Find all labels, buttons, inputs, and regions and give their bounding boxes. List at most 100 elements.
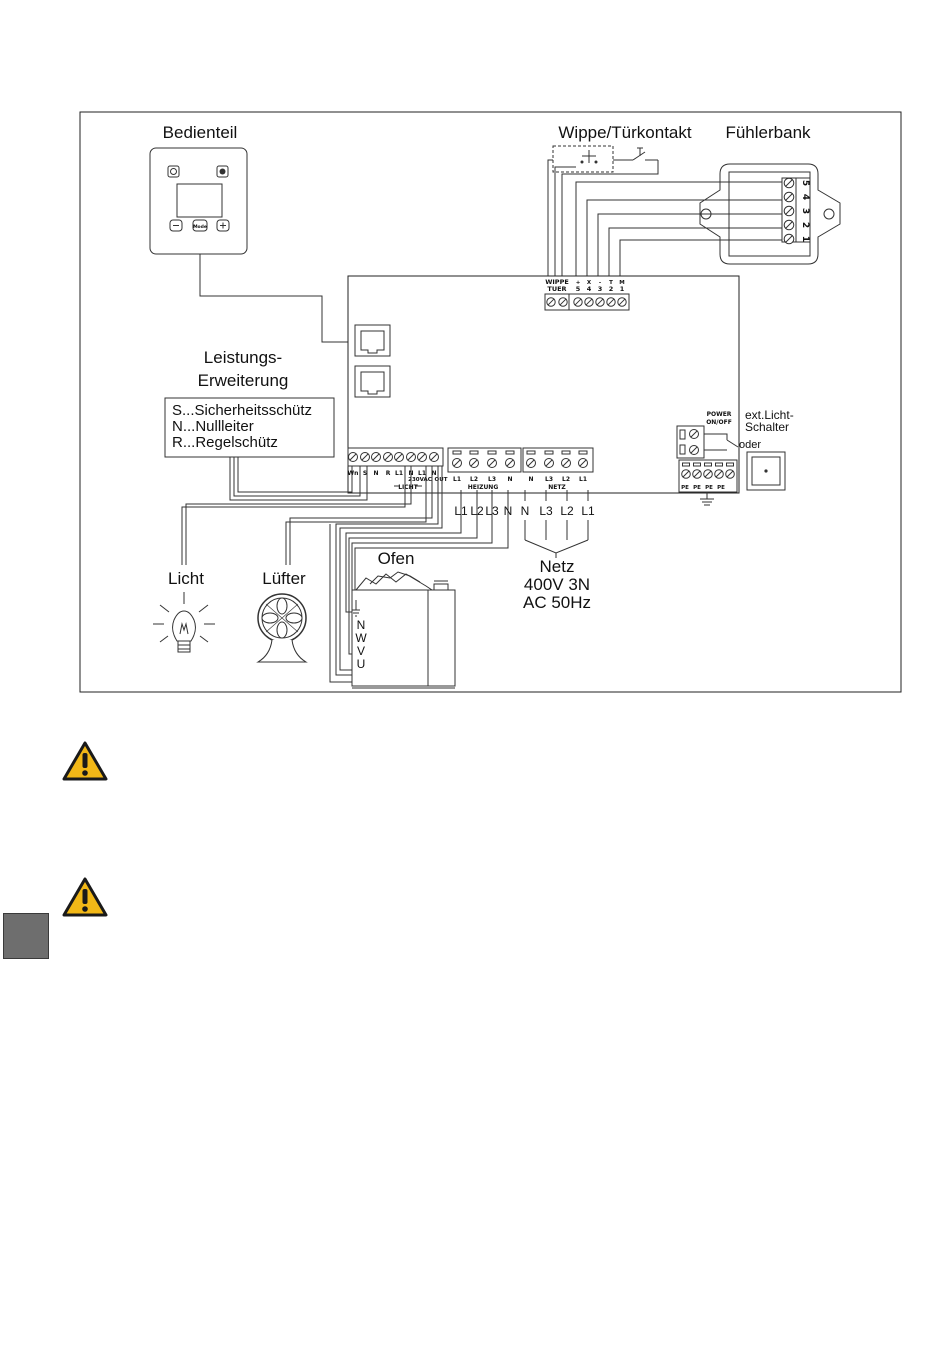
sensor-screw <box>783 177 795 189</box>
heizung-screw <box>452 458 462 468</box>
oven-label: Ofen <box>378 549 415 568</box>
power-icon <box>170 168 177 175</box>
sensor-terminal-num-label: 5 <box>576 285 581 293</box>
diagram-frame <box>79 111 902 693</box>
pe-screw <box>725 469 735 479</box>
board-top-screw <box>584 297 594 307</box>
licht-screw <box>394 452 404 462</box>
sensor-terminal-num-label: 1 <box>620 285 625 293</box>
rj-jack-1 <box>354 324 391 357</box>
power-extension-label-1: Leistungs- <box>204 348 282 367</box>
board-top-screw <box>558 297 568 307</box>
mains-label-1: Netz <box>540 557 575 576</box>
side-tab-marker <box>3 913 49 959</box>
vac-label: 230VAC <box>408 477 432 483</box>
board-top-screw <box>606 297 616 307</box>
sensor-terminal-top-label: - <box>599 280 601 286</box>
board-top-screw <box>546 297 556 307</box>
oder-label: oder <box>739 439 761 451</box>
power-label: POWER <box>707 411 732 418</box>
licht-terminal-label: R <box>386 470 391 477</box>
sensor-pin-label: 5 <box>800 180 810 186</box>
sensor-screw <box>783 233 795 245</box>
ext-light-label-2: Schalter <box>745 420 789 434</box>
netz-wire-label: N <box>521 504 530 518</box>
netz-screw <box>561 458 571 468</box>
heizung-terminal-label: L1 <box>453 476 461 483</box>
licht-terminal-label: L1 <box>418 470 426 477</box>
legend-box <box>164 397 335 458</box>
licht-terminal-label: L1 <box>395 470 403 477</box>
licht-screw <box>383 452 393 462</box>
sensor-terminal-top-label: M <box>619 280 624 286</box>
minus-button <box>169 219 183 232</box>
mode-button-label: Mode <box>193 224 207 230</box>
oven-icon <box>351 571 456 689</box>
licht-screw <box>348 452 358 462</box>
control-display <box>176 183 223 218</box>
fan-mode-icon <box>219 168 226 175</box>
power-extension-label-2: Erweiterung <box>198 371 289 390</box>
pe-terminal-label: PE <box>681 485 689 491</box>
licht-screw <box>406 452 416 462</box>
heizung-screw <box>487 458 497 468</box>
pe-screw <box>681 469 691 479</box>
pe-terminal-label: PE <box>717 485 725 491</box>
pe-screw <box>692 469 702 479</box>
licht-terminal-label: Wn <box>348 470 359 477</box>
out-label: OUT <box>435 477 448 483</box>
board-top-screw <box>573 297 583 307</box>
mains-label-2: 400V 3N <box>524 575 590 594</box>
sensor-pin-label: 1 <box>800 236 810 242</box>
sensor-terminal-top-label: X <box>587 280 592 286</box>
door-switch-label: Wippe/Türkontakt <box>558 123 691 142</box>
netz-screw <box>544 458 554 468</box>
heizung-screw <box>505 458 515 468</box>
netz-wire-label: L1 <box>581 504 595 518</box>
fan-icon <box>256 593 308 663</box>
ext-light-switch <box>746 451 786 491</box>
ext-light-label-1: ext.Licht- <box>745 408 794 422</box>
sensor-screw <box>783 205 795 217</box>
control-panel: Mode <box>149 147 248 255</box>
licht-terminal-label: S <box>363 470 367 477</box>
heizung-wire-label: L3 <box>485 504 499 518</box>
licht-terminal-label: N <box>373 470 378 477</box>
oven-terminal-label: N <box>357 618 366 632</box>
netz-terminal-label: L2 <box>562 476 570 483</box>
warning-icon-1 <box>62 741 108 781</box>
heizung-terminal-label: L2 <box>470 476 478 483</box>
sensor-terminal-num-label: 3 <box>598 285 603 293</box>
netz-screw <box>578 458 588 468</box>
sensor-screw <box>783 191 795 203</box>
sensor-pin-label: 3 <box>800 208 810 214</box>
sensor-terminal-top-label: + <box>576 280 581 286</box>
netz-wire-label: L3 <box>539 504 553 518</box>
sensor-terminal-num-label: 4 <box>587 285 592 293</box>
mode-button <box>192 219 208 232</box>
light-bulb-icon <box>153 592 215 653</box>
heizung-wire-label: N <box>504 504 513 518</box>
mains-label-3: AC 50Hz <box>523 593 591 612</box>
fan-label: Lüfter <box>262 569 306 588</box>
licht-screw <box>360 452 370 462</box>
netz-group-label: NETZ <box>548 484 566 491</box>
licht-terminal-label: N <box>431 470 436 477</box>
wippe-label: WIPPE <box>545 278 569 286</box>
netz-wire-label: L2 <box>560 504 574 518</box>
heizung-terminal-label: N <box>507 476 512 483</box>
licht-screw <box>429 452 439 462</box>
netz-terminal-label: L3 <box>545 476 553 483</box>
legend-r: R...Regelschütz <box>172 434 278 451</box>
netz-terminal-label: N <box>528 476 533 483</box>
oven-terminal-label: V <box>357 644 365 658</box>
board-top-screw <box>595 297 605 307</box>
tuer-label: TUER <box>547 285 566 293</box>
heizung-group-label: HEIZUNG <box>468 484 499 491</box>
legend-s: S...Sicherheitsschütz <box>172 402 312 419</box>
sensor-pin-label: 4 <box>800 194 810 200</box>
control-unit-label: Bedienteil <box>163 123 238 142</box>
sensor-terminal-top-label: T <box>609 280 613 286</box>
heizung-wire-label: L2 <box>470 504 484 518</box>
